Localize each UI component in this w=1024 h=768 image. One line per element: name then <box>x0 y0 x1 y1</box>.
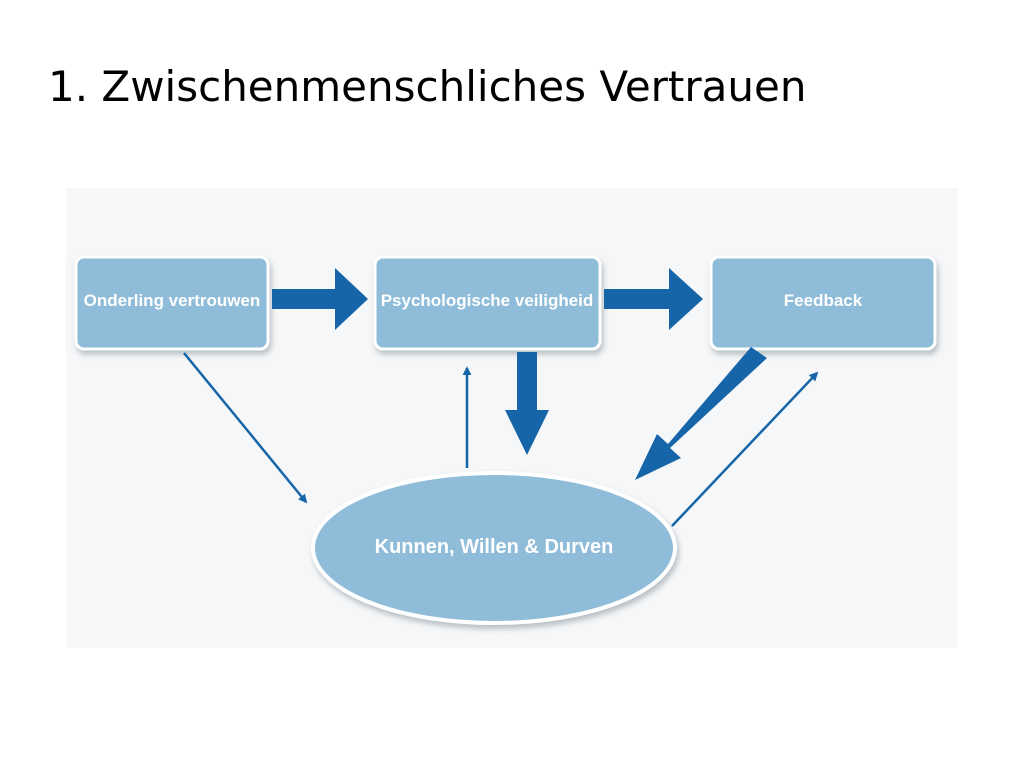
node-psychologisch-label: Psychologische veiligheid <box>381 291 594 310</box>
node-psychologische-veiligheid: Psychologische veiligheid <box>373 255 602 351</box>
arrow-feedback-to-kunnen <box>635 347 767 480</box>
node-kunnen-label: Kunnen, Willen & Durven <box>375 536 614 558</box>
arrow-psychologisch-to-feedback <box>604 268 703 330</box>
slide-title: 1. Zwischenmenschliches Vertrauen <box>48 62 807 111</box>
node-onderling-vertrouwen: Onderling vertrouwen <box>74 255 270 351</box>
node-feedback: Feedback <box>709 255 937 351</box>
node-feedback-label: Feedback <box>784 291 863 310</box>
node-kunnen-willen-durven: Kunnen, Willen & Durven <box>311 471 677 625</box>
arrow-kunnen-to-feedback <box>671 371 819 527</box>
node-onderling-label: Onderling vertrouwen <box>84 291 261 310</box>
arrow-psychologisch-to-kunnen <box>505 352 549 455</box>
arrow-onderling-to-psychologisch <box>272 268 368 330</box>
arrow-onderling-to-kunnen <box>183 352 308 504</box>
